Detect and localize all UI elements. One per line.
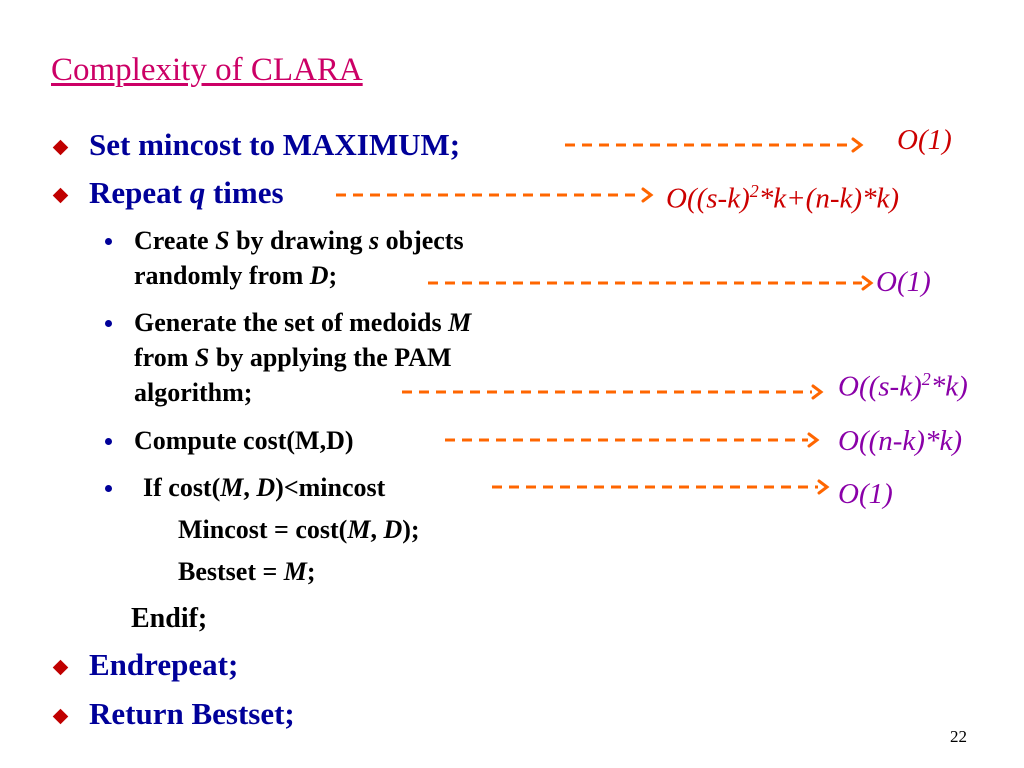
create-var-s: s [368,226,380,255]
gen-text-4: algorithm; [134,378,253,407]
step-bestset-assign: Bestset = M; [178,557,316,587]
complexity-generate: O((s-k)2*k) [838,369,968,404]
gen-var-M: M [448,308,472,337]
gen-text-3: by applying the PAM [209,343,452,372]
complexity-set-mincost: O(1) [897,124,952,156]
arrowhead-icon [817,479,830,495]
arrowhead-icon [851,137,864,153]
step-if: If cost(M, D)<mincost [143,470,385,505]
gen-text-1: Generate the set of medoids [134,308,449,337]
step-create-sample: Create S by drawing s objects randomly f… [134,223,464,293]
repeat-complexity-2: *k+(n-k)*k) [758,182,900,215]
arrowhead-icon [861,275,874,291]
complexity-repeat: O((s-k)2*k+(n-k)*k) [666,181,899,216]
page-number: 22 [950,727,967,746]
repeat-var-q: q [189,175,206,210]
create-var-S: S [215,226,230,255]
arrowhead-icon [807,432,820,448]
dot-bullet-icon [105,485,112,492]
create-text-2: by drawing [229,226,369,255]
create-var-D: D [309,261,329,290]
complexity-if: O(1) [838,478,893,510]
step-set-mincost: Set mincost to MAXIMUM; [89,127,461,162]
create-text-1: Create [134,226,216,255]
step-endrepeat: Endrepeat; [89,647,239,682]
bestset-var-M: M [283,557,307,586]
gen-complexity-2: *k) [930,370,968,403]
mincost-text-3: ); [402,515,420,544]
step-generate-medoids: Generate the set of medoids M from S by … [134,305,471,410]
mincost-var-D: D [383,515,403,544]
bestset-text-1: Bestset = [178,557,284,586]
mincost-text-2: , [370,515,384,544]
create-text-3: objects [379,226,464,255]
step-compute-cost: Compute cost(M,D) [134,426,354,455]
step-endif: Endif; [131,603,208,634]
gen-complexity-1: O((s-k) [838,370,922,403]
complexity-create: O(1) [876,266,931,298]
gen-text-2: from [134,343,195,372]
complexity-compute: O((n-k)*k) [838,425,962,457]
mincost-var-M: M [347,515,371,544]
step-mincost-assign: Mincost = cost(M, D); [178,515,420,545]
if-var-M: M [220,473,244,502]
step-return: Return Bestset; [89,696,295,731]
bestset-text-2: ; [306,557,316,586]
repeat-complexity-sup: 2 [749,181,759,201]
create-text-4: randomly from [134,261,310,290]
dot-bullet-icon [105,238,112,245]
arrowhead-icon [641,187,654,203]
create-text-5: ; [328,261,338,290]
gen-complexity-sup: 2 [921,369,931,389]
if-var-D: D [256,473,276,502]
if-text-3: )<mincost [275,473,386,502]
step-repeat: Repeat q times [89,175,284,211]
if-text-1: If cost( [143,473,221,502]
repeat-times: times [205,175,284,210]
repeat-complexity-1: O((s-k) [666,182,750,215]
mincost-text-1: Mincost = cost( [178,515,348,544]
arrowhead-icon [811,384,824,400]
gen-var-S: S [194,343,210,372]
if-text-2: , [243,473,257,502]
slide-title: Complexity of CLARA [51,52,363,88]
repeat-label: Repeat [89,175,190,210]
dot-bullet-icon [105,320,112,327]
dot-bullet-icon [105,438,112,445]
